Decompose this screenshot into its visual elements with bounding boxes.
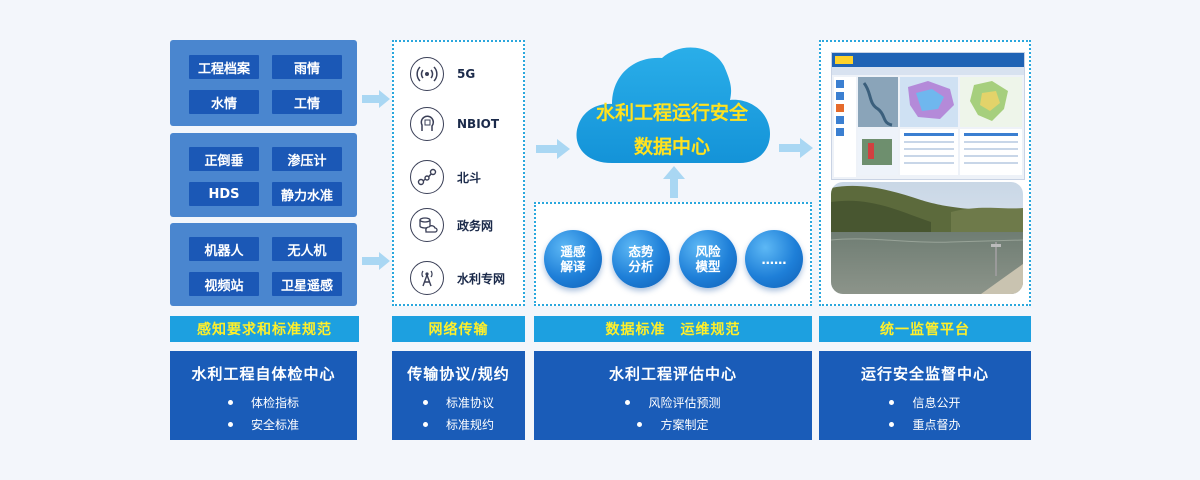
network-label: 5G xyxy=(457,67,476,81)
info-item-text: 信息公开 xyxy=(912,396,961,410)
analysis-bubble: 遥感 解译 xyxy=(544,230,602,288)
bubble-label: 风险 xyxy=(695,244,721,259)
bullet-icon xyxy=(625,400,631,405)
banner-sensing: 感知要求和标准规范 xyxy=(170,316,359,342)
arrow-right-icon xyxy=(779,138,813,158)
bullet-icon xyxy=(889,400,895,405)
info-box-supervision: 运行安全监督中心 信息公开 重点督办 xyxy=(819,351,1031,440)
signal-icon xyxy=(410,57,444,91)
info-box-protocol: 传输协议/规约 标准协议 标准规约 xyxy=(392,351,525,440)
arrow-up-icon xyxy=(663,166,685,198)
bullet-icon xyxy=(637,422,643,427)
sensing-chip: 卫星遥感 xyxy=(272,272,342,296)
info-item: 标准协议 xyxy=(392,394,525,411)
reservoir-photo xyxy=(831,182,1023,294)
sensing-chip: 机器人 xyxy=(189,237,259,261)
chip-head-icon xyxy=(410,107,444,141)
info-item: 重点督办 xyxy=(819,416,1031,433)
analysis-bubble: 风险 模型 xyxy=(679,230,737,288)
sensing-chip: 工情 xyxy=(272,90,342,114)
sensing-chip: 渗压计 xyxy=(272,147,342,171)
sensing-chip: HDS xyxy=(189,182,259,206)
bullet-icon xyxy=(889,422,895,427)
bubble-label: 态势 xyxy=(628,244,654,259)
tower-icon xyxy=(410,261,444,295)
sensing-chip: 雨情 xyxy=(272,55,342,79)
info-box-evaluation: 水利工程评估中心 风险评估预测 方案制定 xyxy=(534,351,812,440)
info-item: 风险评估预测 xyxy=(534,394,812,411)
banner-platform: 统一监管平台 xyxy=(819,316,1031,342)
sensing-chip: 视频站 xyxy=(189,272,259,296)
sensing-chip: 工程档案 xyxy=(189,55,259,79)
info-item: 标准规约 xyxy=(392,416,525,433)
network-label: 政务网 xyxy=(457,218,494,233)
info-title: 传输协议/规约 xyxy=(407,365,510,383)
bubble-label: 分析 xyxy=(628,259,654,274)
sensing-group-2: 正倒垂 渗压计 HDS 静力水准 xyxy=(170,133,357,217)
info-item-text: 重点督办 xyxy=(912,418,961,432)
analysis-bubble: …… xyxy=(745,230,803,288)
sensing-chip: 正倒垂 xyxy=(189,147,259,171)
data-center-cloud: 水利工程运行安全 数据中心 xyxy=(572,40,772,165)
analysis-bubble: 态势 分析 xyxy=(612,230,670,288)
arrow-right-icon xyxy=(536,139,570,159)
sensing-chip: 静力水准 xyxy=(272,182,342,206)
bullet-icon xyxy=(227,422,233,427)
info-item-text: 方案制定 xyxy=(660,418,709,432)
network-label: NBIOT xyxy=(457,117,500,131)
bubble-label: …… xyxy=(761,251,787,267)
arrow-right-icon xyxy=(362,90,390,108)
info-title: 水利工程自体检中心 xyxy=(191,365,336,383)
info-title: 运行安全监督中心 xyxy=(860,365,989,383)
info-item-text: 体检指标 xyxy=(250,396,299,410)
bullet-icon xyxy=(227,400,233,405)
network-label: 水利专网 xyxy=(457,271,506,286)
info-item: 方案制定 xyxy=(534,416,812,433)
network-item: 北斗 xyxy=(410,157,481,197)
info-item-text: 标准规约 xyxy=(445,418,494,432)
network-item: 政务网 xyxy=(410,205,493,245)
sensing-chip: 水情 xyxy=(189,90,259,114)
network-panel: 5G NBIOT 北斗 政务网 水利专网 xyxy=(392,40,525,306)
analysis-panel: 遥感 解译 态势 分析 风险 模型 …… xyxy=(534,202,812,306)
sensing-chip: 无人机 xyxy=(272,237,342,261)
platform-screenshot xyxy=(831,52,1025,180)
bubble-label: 模型 xyxy=(695,259,721,274)
sensing-group-3: 机器人 无人机 视频站 卫星遥感 xyxy=(170,223,357,306)
platform-panel xyxy=(819,40,1031,306)
sensing-group-1: 工程档案 雨情 水情 工情 xyxy=(170,40,357,126)
info-box-self-check: 水利工程自体检中心 体检指标 安全标准 xyxy=(170,351,357,440)
info-item-text: 标准协议 xyxy=(445,396,494,410)
info-item: 信息公开 xyxy=(819,394,1031,411)
cloud-icon xyxy=(576,47,770,163)
network-item: NBIOT xyxy=(410,104,499,144)
info-item-text: 风险评估预测 xyxy=(648,396,721,410)
banner-data: 数据标准 运维规范 xyxy=(534,316,812,342)
database-cloud-icon xyxy=(410,208,444,242)
info-title: 水利工程评估中心 xyxy=(608,365,737,383)
bubble-label: 遥感 xyxy=(560,244,586,259)
info-item: 体检指标 xyxy=(170,394,357,411)
info-item-text: 安全标准 xyxy=(250,418,299,432)
cloud-title-line2: 数据中心 xyxy=(633,136,710,158)
network-item: 5G xyxy=(410,54,475,94)
route-icon xyxy=(410,160,444,194)
bubble-label: 解译 xyxy=(560,259,586,274)
banner-network: 网络传输 xyxy=(392,316,525,342)
arrow-right-icon xyxy=(362,252,390,270)
network-label: 北斗 xyxy=(457,170,482,185)
network-item: 水利专网 xyxy=(410,258,505,298)
bullet-icon xyxy=(422,400,428,405)
bullet-icon xyxy=(422,422,428,427)
cloud-title-line1: 水利工程运行安全 xyxy=(595,102,748,124)
info-item: 安全标准 xyxy=(170,416,357,433)
